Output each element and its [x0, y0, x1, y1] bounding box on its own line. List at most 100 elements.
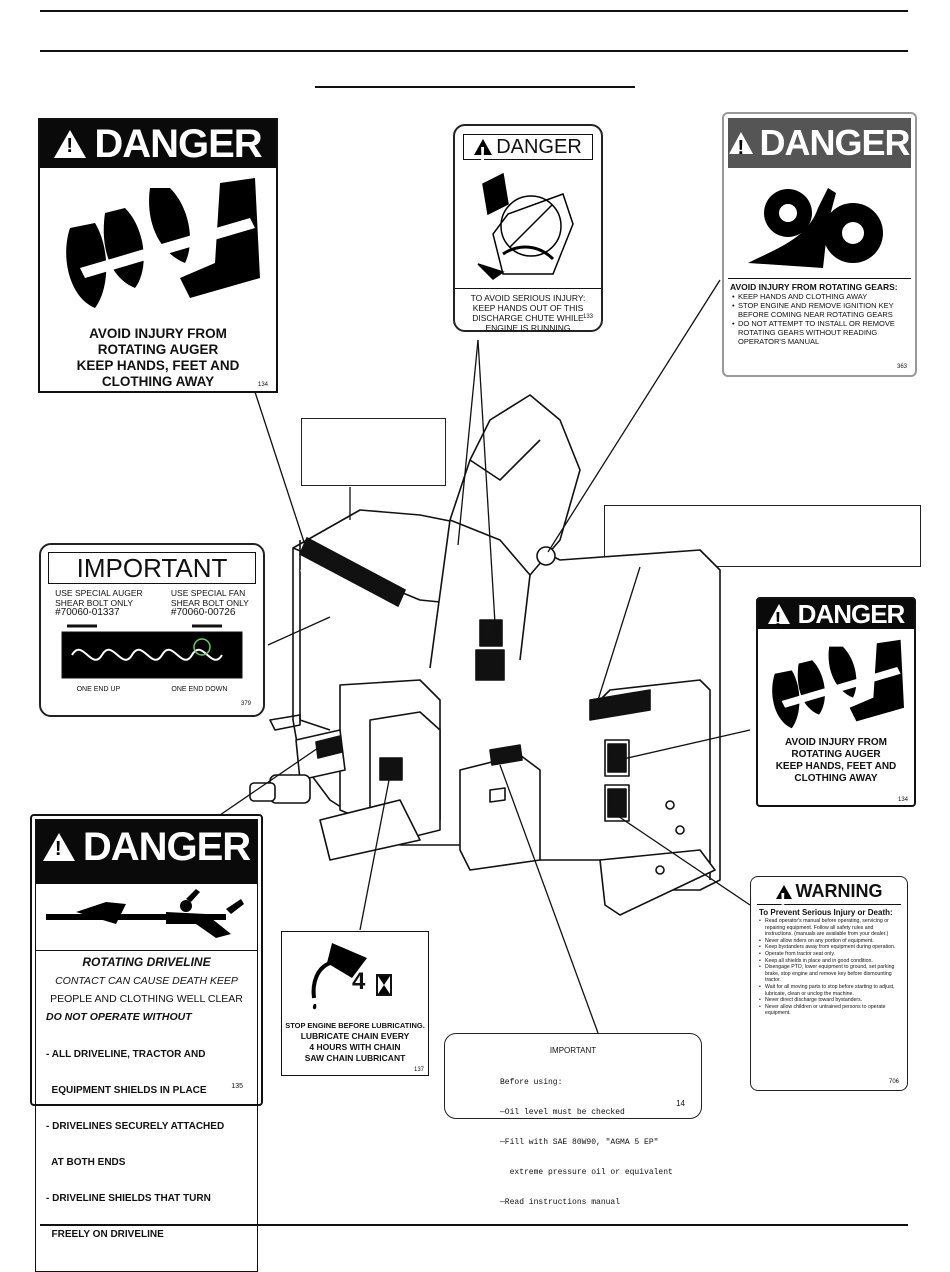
gears-hand-icon	[748, 188, 883, 268]
label-line: AVOID INJURY FROM	[89, 326, 227, 341]
warning-header-text: WARNING	[795, 881, 883, 901]
warning-triangle-icon	[42, 833, 75, 861]
oil-can-icon	[311, 943, 367, 1010]
driveline-title: ROTATING DRIVELINE	[82, 955, 211, 969]
label-line: CLOTHING AWAY	[794, 773, 878, 784]
shear-bolt-caption: ONE END UP	[76, 686, 121, 693]
label-code: 379	[240, 701, 251, 707]
warning-bullet: Never direct discharge toward bystanders…	[759, 997, 901, 1004]
label-line: KEEP HANDS OUT OF THIS	[472, 303, 584, 313]
danger-header-text: DANGER	[94, 121, 262, 166]
auger-shear-bolt-icon	[61, 624, 243, 679]
empty-callout-box-1	[301, 418, 446, 486]
label-line: - ALL DRIVELINE, TRACTOR AND	[46, 1049, 206, 1060]
label-line: - DRIVELINE SHIELDS THAT TURN	[46, 1193, 211, 1204]
chute-danger-header: DANGER	[463, 134, 593, 167]
shear-bolt-caption: ONE END DOWN	[171, 686, 228, 693]
label-line: CONTACT CAN CAUSE DEATH KEEP	[55, 975, 238, 987]
hourglass-icon	[376, 974, 392, 996]
warning-bullet: Keep bystanders away from equipment duri…	[759, 944, 901, 951]
label-code: 137	[413, 1067, 424, 1073]
danger-label-auger-right: DANGER AVOID INJURY FROM ROTATING AUGER …	[756, 597, 916, 807]
label-line: ROTATING AUGER	[97, 342, 219, 357]
label-line: CLOTHING AWAY	[101, 374, 215, 389]
label-line: #70060-01337	[55, 607, 120, 618]
warning-triangle-icon	[729, 132, 754, 160]
warning-bullet: Wait for all moving parts to stop before…	[759, 984, 901, 997]
label-line: EQUIPMENT SHIELDS IN PLACE	[46, 1085, 207, 1096]
label-line: - DRIVELINES SECURELY ATTACHED	[46, 1121, 225, 1132]
bottom-rule	[40, 1224, 908, 1226]
warning-bullet: Never allow riders on any portion of equ…	[759, 938, 901, 945]
top-rule	[40, 10, 908, 12]
label-line: SAW CHAIN LUBRICANT	[304, 1053, 406, 1063]
label-line: AVOID INJURY FROM	[784, 737, 888, 748]
warning-triangle-icon	[474, 139, 493, 167]
label-code: 134	[897, 797, 908, 803]
warning-bullet: Operate from tractor seat only.	[759, 951, 901, 958]
label-line: AT BOTH ENDS	[46, 1157, 126, 1168]
driveline-entanglement-icon	[46, 889, 244, 938]
danger-label-chute: DANGER TO AVOID SERIOUS INJURY: KEEP HAN…	[453, 124, 603, 333]
label-line: Before using:	[500, 1078, 563, 1087]
warning-triangle-icon	[54, 130, 87, 158]
label-line: —Read instructions manual	[500, 1198, 621, 1207]
label-line: PEOPLE AND CLOTHING WELL CLEAR	[50, 993, 243, 1005]
warning-bullet: Disengage PTO, lower equipment to ground…	[759, 964, 901, 984]
label-code: 135	[231, 1083, 243, 1090]
label-code: 134	[257, 382, 268, 388]
label-line: TO AVOID SERIOUS INJURY:	[470, 293, 586, 303]
danger-header-text: DANGER	[496, 135, 582, 158]
warning-triangle-icon	[767, 604, 790, 632]
danger-label-auger-left: DANGER AVOID INJURY FROM ROTATING AUGER …	[38, 118, 278, 393]
title-underline	[315, 86, 635, 88]
label-line: DISCHARGE CHUTE WHILE	[472, 313, 584, 323]
label-line: LUBRICATE CHAIN EVERY	[300, 1031, 410, 1041]
gears-title: AVOID INJURY FROM ROTATING GEARS:	[730, 282, 898, 292]
label-line: STOP ENGINE BEFORE LUBRICATING.	[285, 1021, 425, 1030]
label-line: ROTATING AUGER	[791, 749, 881, 760]
label-line: ENGINE IS RUNNING	[485, 323, 571, 333]
hand-in-chute-icon	[477, 172, 574, 280]
danger-header-text: DANGER	[82, 824, 251, 869]
label-code: 363	[896, 364, 907, 370]
gears-bullet: DO NOT ATTEMPT TO INSTALL OR REMOVE ROTA…	[732, 319, 909, 346]
warning-triangle-icon	[775, 884, 792, 913]
lubricate-chain-label: 4 STOP ENGINE BEFORE LUBRICATING. LUBRIC…	[281, 931, 429, 1076]
label-line: #70060-00726	[170, 607, 236, 618]
gears-bullet: STOP ENGINE AND REMOVE IGNITION KEY BEFO…	[732, 301, 909, 319]
label-line: KEEP HANDS, FEET AND	[775, 761, 897, 772]
important-label-oil: IMPORTANT Before using: —Oil level must …	[444, 1033, 702, 1207]
label-code: 706	[888, 1079, 899, 1085]
danger-label-driveline: DANGER ROTATING DRIVELINE CONTACT CAN CA…	[30, 814, 263, 1272]
label-line: FREELY ON DRIVELINE	[46, 1229, 164, 1240]
gears-bullet: KEEP HANDS AND CLOTHING AWAY	[732, 292, 909, 301]
warning-label: WARNING To Prevent Serious Injury or Dea…	[750, 876, 908, 1091]
danger-header-text: DANGER	[759, 122, 910, 163]
label-line: extreme pressure oil or equivalent	[500, 1168, 673, 1177]
driveline-subtitle: DO NOT OPERATE WITHOUT	[46, 1011, 192, 1023]
important-header: IMPORTANT	[549, 1046, 597, 1055]
label-line: —Oil level must be checked	[500, 1108, 625, 1117]
warning-header: WARNING	[751, 881, 907, 913]
label-line: SHEAR BOLT ONLY	[55, 598, 134, 608]
header-rule	[40, 50, 908, 52]
interval-number: 4	[352, 968, 366, 995]
warning-title: To Prevent Serious Injury or Death:	[759, 908, 893, 917]
auger-pictogram-icon	[50, 168, 266, 318]
auger-foot-icon	[772, 639, 904, 729]
label-code: 133	[582, 314, 593, 320]
label-line: USE SPECIAL AUGER	[55, 588, 143, 598]
label-line: SHEAR BOLT ONLY	[170, 598, 249, 608]
danger-header: DANGER	[36, 820, 257, 874]
label-line: USE SPECIAL FAN	[170, 588, 246, 598]
important-header: IMPORTANT	[48, 552, 256, 584]
gears-danger-header: DANGER	[728, 118, 911, 168]
important-label-shear-bolt: IMPORTANT USE SPECIAL AUGER SHEAR BOLT O…	[39, 543, 265, 717]
danger-header: DANGER	[40, 120, 276, 168]
danger-header: DANGER	[758, 598, 914, 632]
label-code: 14	[676, 1099, 685, 1108]
danger-header-text: DANGER	[797, 598, 906, 629]
warning-bullet: Never allow children or untrained person…	[759, 1004, 901, 1017]
